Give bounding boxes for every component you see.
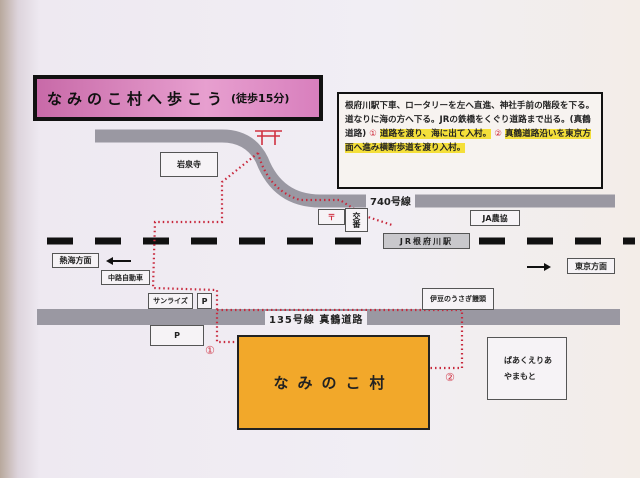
park-area-line2: やまもと	[504, 371, 536, 381]
post-office-icon: 〒	[318, 209, 345, 225]
route-path-2	[217, 308, 464, 370]
parking-icon: P	[150, 325, 204, 346]
ja-label: JA農協	[470, 210, 520, 226]
road-740-label: 740号線	[366, 193, 415, 208]
police-box-label: 交番	[345, 208, 368, 232]
marker-1: ①	[369, 129, 377, 139]
arrow-right-icon	[527, 263, 551, 271]
arrow-left-icon	[106, 257, 131, 265]
road-135-label: 135号線 真鶴道路	[265, 311, 368, 326]
marker-2: ②	[494, 129, 502, 139]
village-destination: なみのこ村	[237, 335, 430, 430]
title-sub: (徒歩15分)	[231, 92, 290, 105]
park-area-line1: ぱあくえりあ	[504, 355, 552, 365]
directions-text: 根府川駅下車、ロータリーを左へ直進、神社手前の階段を下る。道なりに海の方へ下る。…	[345, 101, 595, 139]
marker-2-label: ②	[445, 371, 455, 384]
title-main: なみのこ村へ歩こう	[47, 89, 228, 108]
manju-shop-label: 伊豆のうさぎ饅頭	[422, 288, 494, 310]
shrine-torii-icon	[255, 130, 282, 145]
marker-1-label: ①	[205, 344, 215, 357]
atami-direction-label: 熱海方面	[52, 253, 99, 268]
directions-box: 根府川駅下車、ロータリーを左へ直進、神社手前の階段を下る。道なりに海の方へ下る。…	[337, 92, 603, 189]
nakaji-label: 中路自動車	[101, 270, 150, 285]
page-title: なみのこ村へ歩こう (徒歩15分)	[33, 75, 323, 121]
tokyo-direction-label: 東京方面	[567, 258, 615, 274]
parking-icon: P	[197, 293, 212, 309]
temple-label: 岩泉寺	[160, 152, 218, 177]
sunrise-label: サンライズ	[148, 293, 193, 309]
station-label: JR根府川駅	[383, 233, 470, 249]
park-area-box: ぱあくえりあ やまもと	[487, 337, 567, 400]
route-1-text: 道路を渡り、海に出て入村。	[379, 129, 492, 139]
road-740	[95, 129, 615, 208]
